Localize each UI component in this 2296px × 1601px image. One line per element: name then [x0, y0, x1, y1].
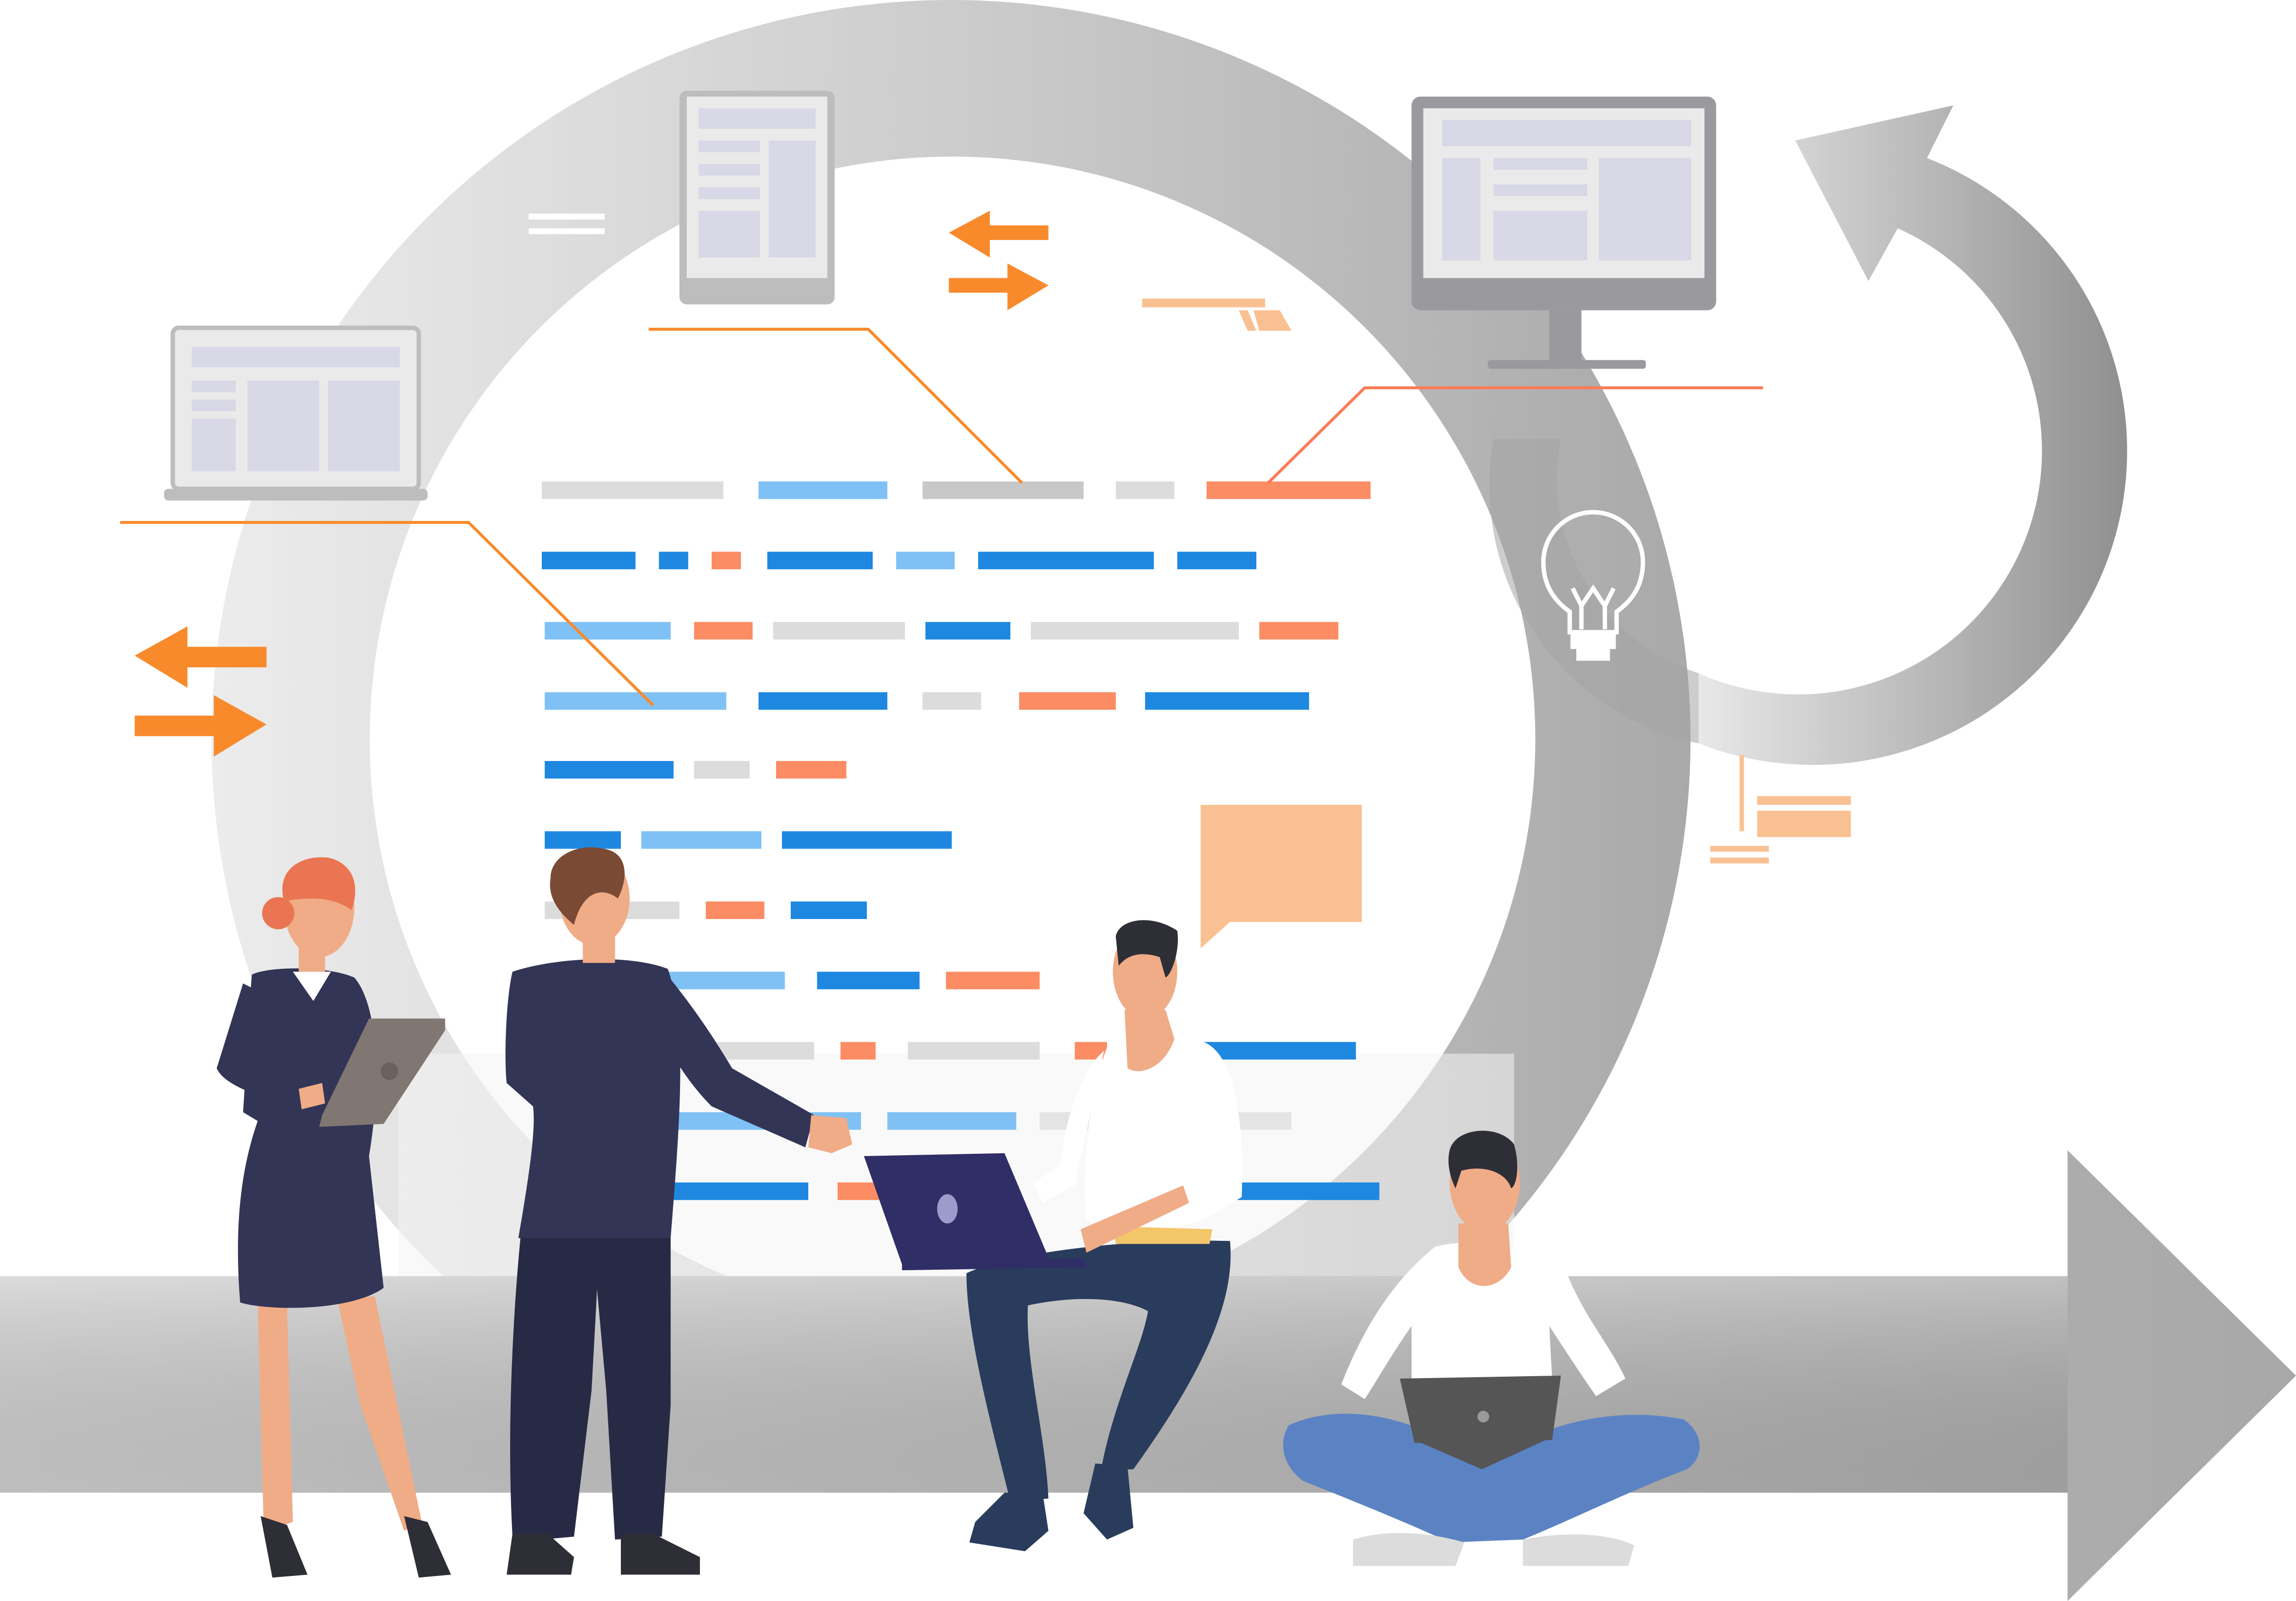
decorative-strokes — [529, 213, 1851, 864]
laptop-icon — [864, 1153, 1087, 1271]
cycle-arrow-icon — [1489, 105, 2128, 765]
man-on-laptop-sitting — [864, 920, 1242, 1551]
tablet-icon — [679, 90, 835, 305]
laptop-icon — [1400, 1375, 1561, 1469]
lightbulb-icon — [1541, 510, 1645, 661]
exchange-arrows-icon — [134, 211, 1049, 757]
laptop-icon — [164, 326, 428, 501]
man-cross-legged-laptop — [1283, 1131, 1700, 1566]
speech-bubble-icon — [1201, 805, 1362, 948]
connector-lines — [120, 327, 1763, 707]
desktop-monitor-icon — [1411, 97, 1716, 369]
man-pointing — [505, 847, 852, 1575]
tablet-icon — [319, 1018, 445, 1127]
woman-with-tablet — [216, 857, 451, 1578]
